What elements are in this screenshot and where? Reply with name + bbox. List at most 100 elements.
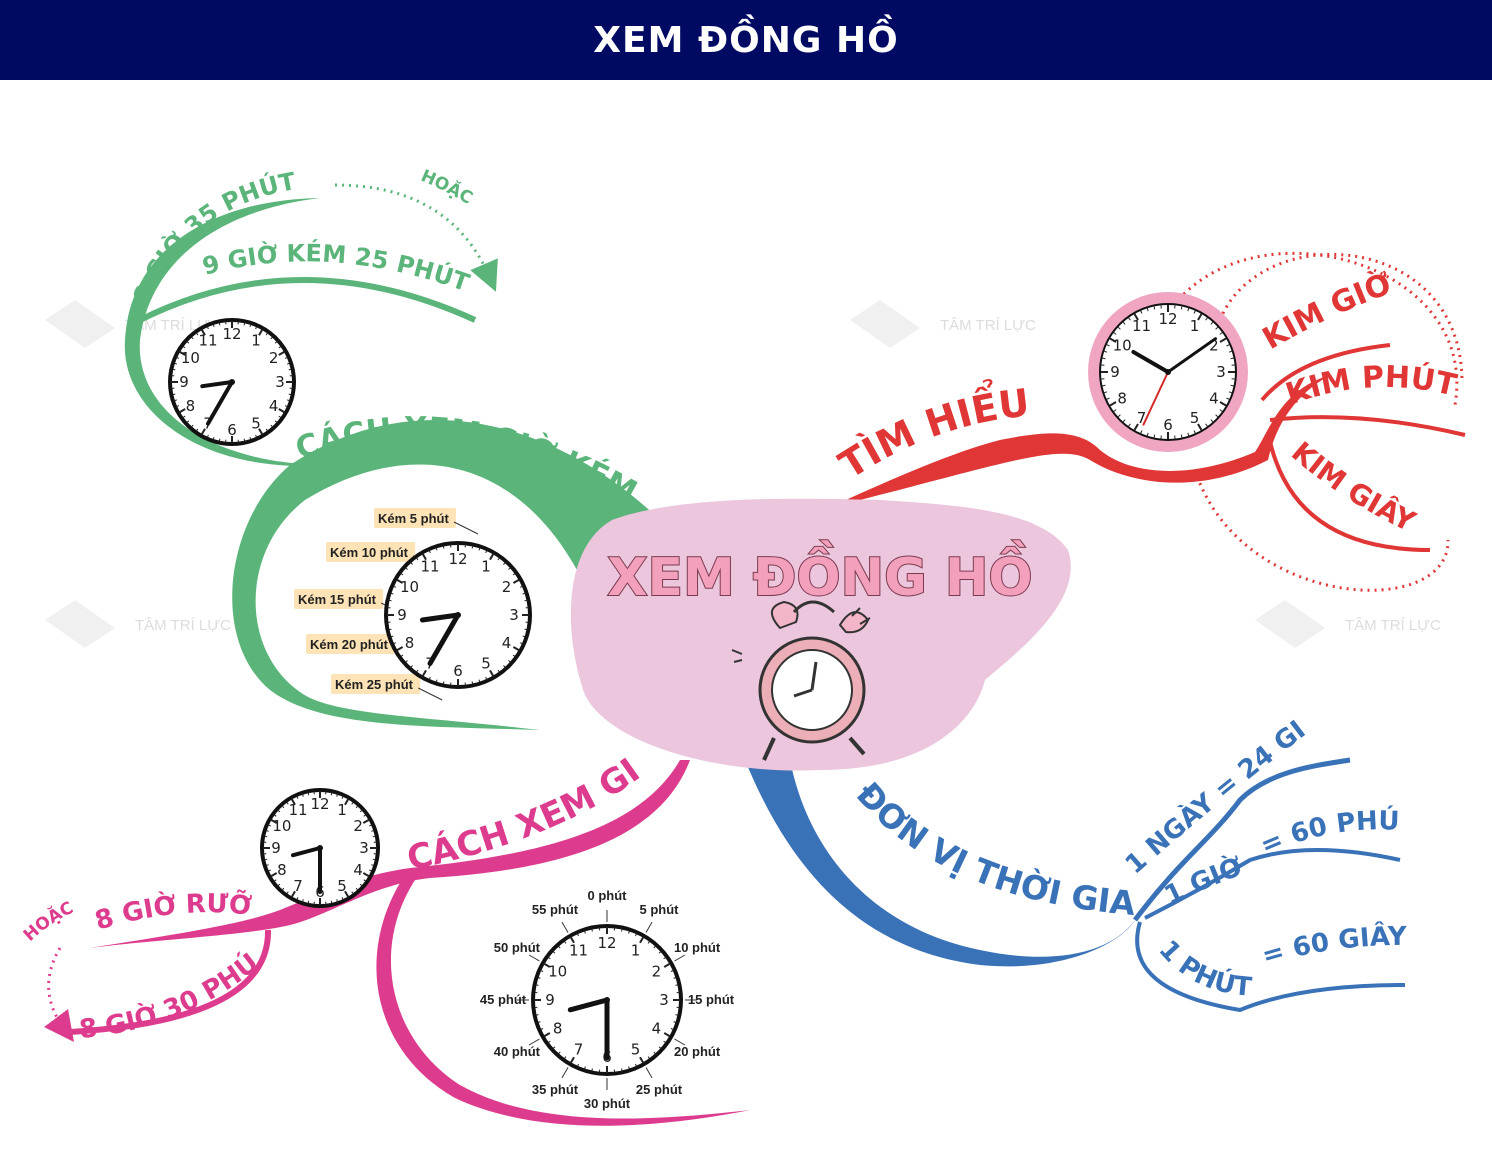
clock-tick [535,1014,539,1016]
clock-tick [508,660,512,663]
clock-tick [1146,432,1149,436]
clock-number: 7 [574,1040,584,1058]
magenta-branch-line [69,929,272,1035]
clock-tick [270,818,278,824]
clock-tick [1205,423,1208,427]
clock-tick [1140,430,1143,434]
clock-tick [195,428,199,432]
clock-tick [388,599,392,602]
mind-map: TÂM TRÍ LỰC TÂM TRÍ LỰC TÂM TRÍ LỰC TÂM … [0,80,1466,1126]
clock-tick [673,1021,677,1024]
clock-tick [524,628,528,631]
clock-tick [658,950,662,954]
clock-tick [265,332,269,336]
clock-tick [362,872,370,878]
clock-tick [274,420,278,424]
clock-tick [497,557,501,561]
clock-tick [288,368,292,371]
clock-number: 4 [1209,390,1219,408]
clock-tick [653,945,657,949]
clock-number: 2 [1209,337,1219,355]
clock-number: 11 [288,801,307,819]
clock-center-dot [1165,369,1171,375]
watermark-logo-icon: TÂM TRÍ LỰC [850,300,1036,348]
clock-tick [172,368,176,371]
green-dotted-arrow [334,183,498,292]
clock-tick [287,362,291,365]
clock-tick [519,642,524,645]
clock-tick [489,669,495,677]
clock-number: 9 [271,839,281,857]
clock-tick [190,336,194,340]
clock-tick [1226,344,1230,347]
minute-label: 40 phút [494,1044,541,1059]
hour-hand [1131,350,1170,374]
clock-tick [471,681,474,685]
clock-tick [372,858,376,861]
clock-tick [270,336,274,340]
clock-tick [1102,384,1106,387]
clock-tick [1219,401,1227,407]
clock-tick [274,340,278,344]
kem-label-leader [417,687,443,701]
clock-number: 11 [1132,317,1151,335]
clock-tick [351,801,354,805]
clock-tick [537,1021,541,1024]
clock-number: 9 [397,606,407,624]
clock-tick [178,350,186,356]
clock-tick [552,1046,556,1050]
kem-time-a: 8 GIỜ 35 PHÚT [128,167,299,307]
clock-tick [675,984,679,986]
clock-tick [284,356,288,359]
red-dotted-arc [1218,253,1464,381]
clock-tick [442,545,445,549]
clock-number: 9 [1110,363,1120,381]
watermark-text: TÂM TRÍ LỰC [940,317,1036,334]
kem-label: Kém 20 phút [310,637,389,652]
clock-tick [264,858,268,861]
center-title: XEM ĐỒNG HỒ [607,540,1032,608]
minute-leader [645,921,653,933]
clock-tick [522,635,526,638]
clock-tick [278,408,286,414]
clock-tick [307,792,310,796]
clock-number: 3 [359,839,369,857]
clock-tick [628,930,631,934]
clock-number: 11 [420,558,439,576]
clock-tick [363,879,367,882]
don-vi-hour-left: 1 GIỜ [1160,850,1247,911]
clock-tick [369,869,373,872]
clock-tick [543,962,551,968]
clock-number: 10 [272,817,291,835]
clock-tick [396,578,404,584]
second-hand [1142,371,1169,426]
clock-tick [336,899,339,903]
minute-label: 45 phút [480,992,527,1007]
clock-tick [330,900,333,904]
clock-number: 6 [1163,416,1173,434]
minute-label: 35 phút [532,1082,579,1097]
clock-tick [388,628,392,631]
clock-number: 5 [1190,409,1200,427]
minute-leader [561,1067,569,1079]
clock-tick [176,356,180,359]
clock-tick [182,415,186,419]
clock-tick [428,549,431,554]
blue-main-stroke [745,760,1135,967]
clock-tick [552,950,556,954]
clock-tick [508,567,512,570]
clock-tick [404,660,408,663]
clock-tick [410,561,413,565]
alarm-clock-icon [731,600,871,761]
clock-tick [1205,317,1208,321]
clock-tick [1133,313,1139,321]
minute-leader [561,921,569,933]
minute-label: 10 phút [674,940,721,955]
magenta-main-stroke [90,760,690,948]
clock-tick [249,323,252,327]
clock-number: 7 [293,877,303,895]
clock-tick [421,553,427,561]
clock-tick [512,654,516,658]
clock-tick [583,1066,586,1070]
